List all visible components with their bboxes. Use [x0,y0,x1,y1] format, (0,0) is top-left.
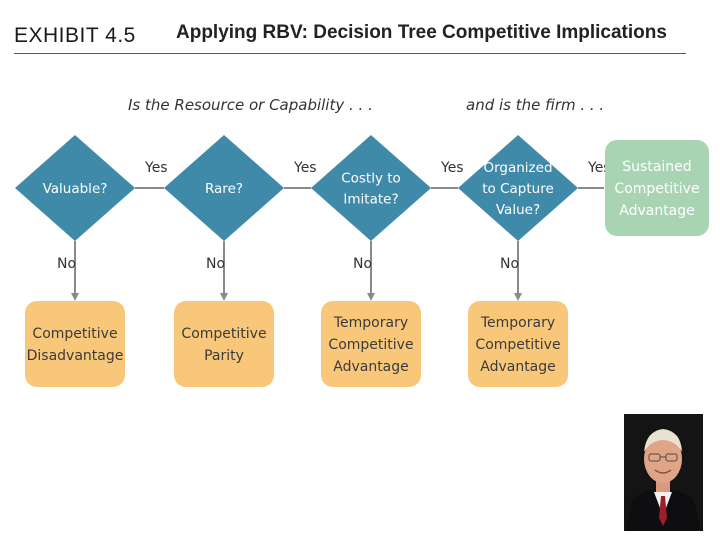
yes-label: Yes [587,160,611,176]
decision-question-text: Value? [496,202,540,218]
final-outcome-text: Competitive [614,181,699,197]
outcome-text: Parity [204,348,244,364]
decision-question-text: Organized [483,160,552,176]
decision-question-text: Costly to [341,171,401,187]
outcome-box [25,301,125,387]
outcome-text: Disadvantage [27,348,124,364]
outcome-box [321,301,421,387]
outcome-box [468,301,568,387]
decision-question-text: to Capture [482,181,554,197]
final-outcome-text: Sustained [622,159,691,175]
no-label: No [353,256,372,272]
no-label: No [206,256,225,272]
outcome-text: Competitive [181,326,266,342]
firm-lead-text: and is the firm . . . [466,96,604,114]
yes-label: Yes [293,160,317,176]
final-outcome-text: Advantage [619,203,695,219]
outcome-text: Competitive [328,337,413,353]
decision-diamond [164,135,284,241]
outcome-text: Temporary [480,315,555,331]
title-rule [14,53,686,54]
decision-diamond [311,135,431,241]
outcome-text: Advantage [480,359,556,375]
decision-question-text: Rare? [205,181,243,197]
exhibit-number: EXHIBIT 4.5 [14,24,136,47]
final-outcome-box [605,140,709,236]
decision-diamond [15,135,135,241]
yes-label: Yes [144,160,168,176]
outcome-text: Competitive [32,326,117,342]
yes-label: Yes [440,160,464,176]
decision-tree-diagram: Is the Resource or Capability . . . and … [15,96,709,387]
decision-question-text: Imitate? [343,192,398,208]
outcome-text: Competitive [475,337,560,353]
no-label: No [500,256,519,272]
decision-question-text: Valuable? [43,181,108,197]
question-lead-text: Is the Resource or Capability . . . [128,96,373,114]
slide-title: Applying RBV: Decision Tree Competitive … [176,22,667,43]
outcome-text: Temporary [333,315,408,331]
no-label: No [57,256,76,272]
presenter-photo [624,414,703,531]
outcome-text: Advantage [333,359,409,375]
outcome-box [174,301,274,387]
decision-diamond [458,135,578,241]
